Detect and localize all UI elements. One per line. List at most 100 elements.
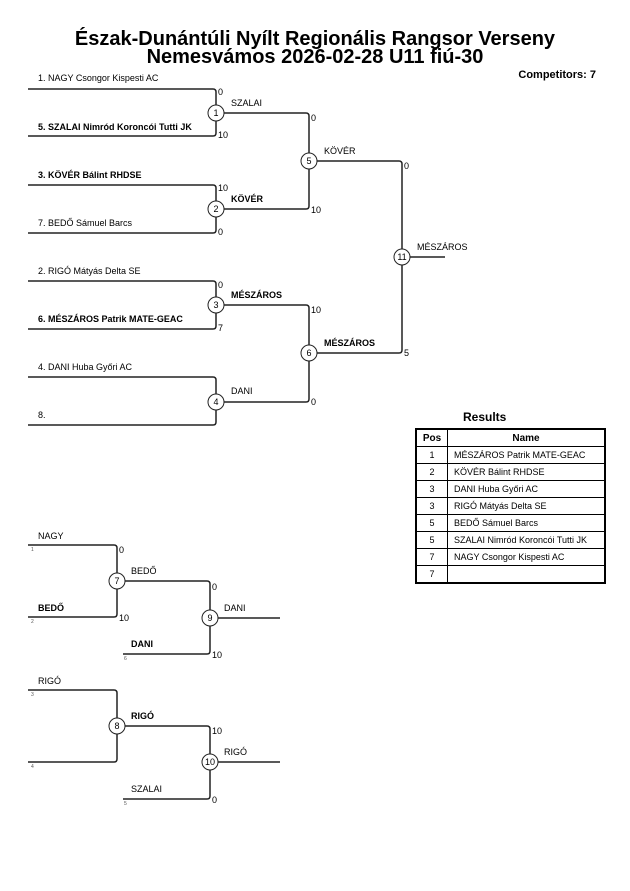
score: 10 [212, 650, 223, 660]
match-winner-label: SZALAI [231, 98, 263, 108]
match-number-1: 1 [213, 108, 218, 118]
score: 0 [218, 227, 224, 237]
match-circle-3 [207, 296, 225, 314]
match-winner-label: MÉSZÁROS [231, 290, 283, 300]
match-number-5: 5 [306, 156, 311, 166]
results-row: 7 [415, 565, 606, 584]
score: 0 [311, 397, 317, 407]
match-number-10: 10 [205, 757, 215, 767]
result-pos: 1 [415, 446, 448, 464]
repechage-source: 2 [31, 619, 34, 625]
match-circle-10 [201, 753, 219, 771]
competitor-label: 1. NAGY Csongor Kispesti AC [38, 73, 159, 83]
repechage-competitor: DANI [131, 639, 153, 649]
match-winner-label: DANI [231, 386, 253, 396]
match-winner-label: MÉSZÁROS [324, 338, 376, 348]
match-circle-2 [207, 200, 225, 218]
repechage-competitor: RIGÓ [38, 676, 62, 686]
page-title-line2: Nemesvámos 2026-02-28 U11 fiú-30 [146, 46, 484, 68]
repechage-source: 4 [31, 764, 34, 770]
score: 0 [404, 161, 410, 171]
match-circle-8 [108, 717, 126, 735]
match-circle-1 [207, 104, 225, 122]
repechage-winner-label: RIGÓ [224, 747, 248, 757]
result-pos: 7 [415, 565, 448, 584]
repechage-source: 6 [124, 656, 127, 662]
score: 0 [311, 113, 317, 123]
competitor-label: 2. RIGÓ Mátyás Delta SE [38, 266, 141, 276]
competitor-label: 7. BEDŐ Sámuel Barcs [38, 218, 133, 228]
result-name: RIGÓ Mátyás Delta SE [447, 497, 606, 515]
competitor-label: 8. [38, 410, 46, 420]
match-circle-7 [108, 572, 126, 590]
results-header-pos: Pos [415, 428, 448, 447]
result-pos: 7 [415, 548, 448, 566]
result-name: MÉSZÁROS Patrik MATE-GEAC [447, 446, 606, 464]
competitor-label: 6. MÉSZÁROS Patrik MATE-GEAC [38, 314, 183, 324]
repechage-competitor: BEDŐ [38, 603, 65, 613]
score: 5 [404, 348, 410, 358]
repechage-competitor: NAGY [38, 531, 64, 541]
result-pos: 2 [415, 463, 448, 481]
repechage-winner-label: DANI [224, 603, 246, 613]
score: 0 [218, 87, 224, 97]
score: 10 [311, 305, 322, 315]
repechage-competitor: BEDŐ [131, 566, 157, 576]
score: 10 [311, 205, 322, 215]
score: 10 [218, 183, 229, 193]
results-header-row: Pos Name [415, 428, 606, 447]
match-number-2: 2 [213, 204, 218, 214]
result-pos: 5 [415, 514, 448, 532]
results-title: Results [463, 410, 507, 424]
match-winner-label: KÖVÉR [324, 146, 356, 156]
bracket-line-m6 [216, 304, 310, 403]
match-circle-5 [300, 152, 318, 170]
match-number-9: 9 [207, 613, 212, 623]
score: 0 [212, 582, 218, 592]
repechage-source: 3 [31, 692, 34, 698]
competitor-label: 5. SZALAI Nimród Koroncói Tutti JK [38, 122, 192, 132]
result-pos: 3 [415, 480, 448, 498]
score: 0 [218, 280, 224, 290]
page-title-line1: Észak-Dunántúli Nyílt Regionális Rangsor… [74, 28, 556, 50]
result-name: NAGY Csongor Kispesti AC [447, 548, 606, 566]
match-number-8: 8 [114, 721, 119, 731]
result-name: BEDŐ Sámuel Barcs [447, 514, 606, 532]
bracket-line-m8 [28, 689, 118, 763]
bracket-line-m11 [309, 160, 403, 354]
result-name: KÖVÉR Bálint RHDSE [447, 463, 606, 481]
score: 7 [218, 323, 224, 333]
match-circle-6 [300, 344, 318, 362]
repechage-competitor: SZALAI [131, 784, 163, 794]
result-name: DANI Huba Győri AC [447, 480, 606, 498]
result-name [447, 565, 606, 584]
match-circle-9 [201, 609, 219, 627]
match-circle-11 [393, 248, 411, 266]
result-pos: 5 [415, 531, 448, 549]
match-number-3: 3 [213, 300, 218, 310]
repechage-competitor: RIGÓ [131, 711, 155, 721]
tournament-winner-label: MÉSZÁROS [417, 242, 468, 252]
score: 10 [212, 726, 223, 736]
match-number-4: 4 [213, 397, 218, 407]
score: 10 [218, 130, 229, 140]
match-number-11: 11 [397, 252, 406, 262]
score: 0 [212, 795, 218, 805]
results-header-name: Name [447, 428, 606, 447]
result-name: SZALAI Nimród Koroncói Tutti JK [447, 531, 606, 549]
repechage-source: 5 [124, 801, 127, 807]
competitor-label: 3. KÖVÉR Bálint RHDSE [38, 170, 142, 180]
match-number-7: 7 [114, 576, 119, 586]
match-number-6: 6 [306, 348, 311, 358]
match-winner-label: KÖVÉR [231, 194, 264, 204]
score: 10 [119, 613, 130, 623]
